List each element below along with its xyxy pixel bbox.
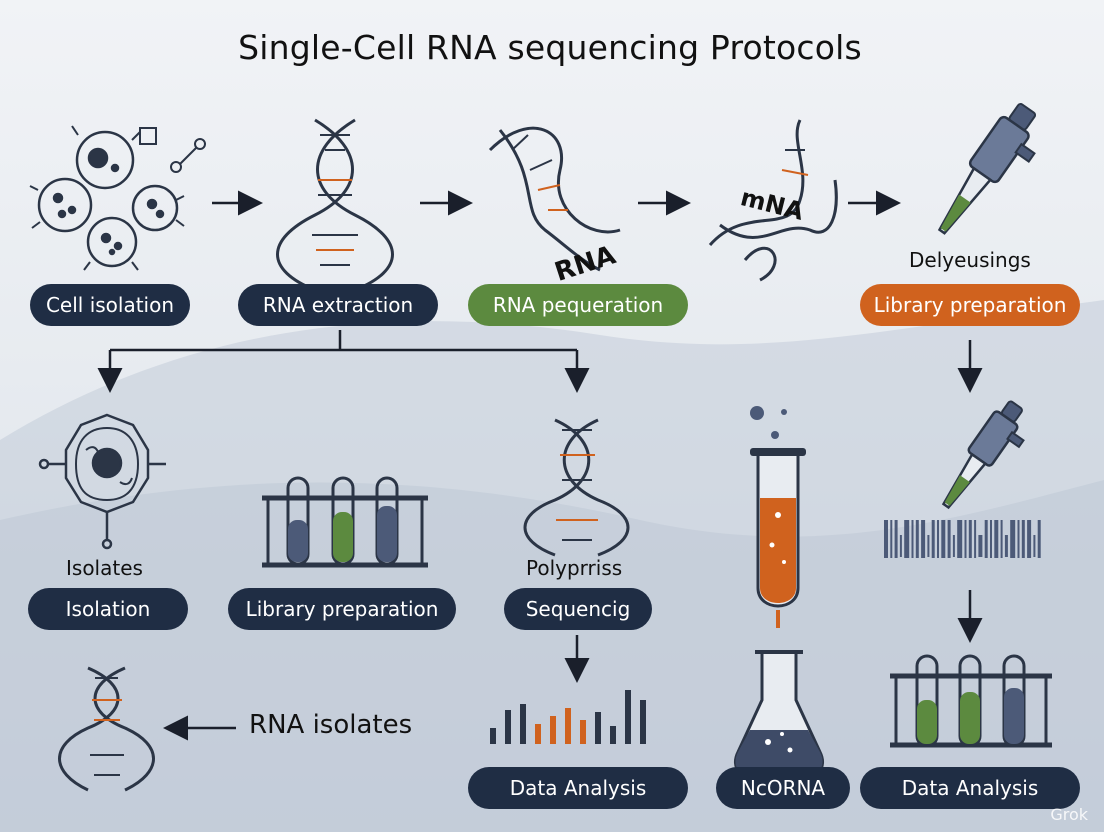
barcode-bar	[984, 520, 988, 558]
test-tube-rack-icon-right	[890, 654, 1052, 748]
flask-icon	[734, 650, 824, 782]
pill-ncorna: NcORNA	[716, 767, 850, 809]
pill-cell-isolation: Cell isolation	[30, 284, 190, 326]
delyeusings-label: Delyeusings	[909, 248, 1031, 272]
cell-cluster-icon	[29, 125, 206, 271]
barcode-bar	[937, 520, 939, 558]
barcode-bar	[1037, 520, 1041, 558]
dna-helix-icon-small	[58, 666, 155, 792]
rna-isolates-label: RNA isolates	[249, 710, 413, 740]
bar-chart-bar	[610, 726, 616, 744]
pill-rna-pequeration: RNA pequeration	[468, 284, 688, 326]
pill-library-preparation-top: Library preparation	[860, 284, 1080, 326]
barcode-bar	[894, 520, 898, 558]
bar-chart-bar	[580, 720, 586, 744]
barcode-bar	[915, 520, 919, 558]
barcode-bar	[931, 520, 935, 558]
pipette-icon	[937, 103, 1037, 235]
bar-chart-bar	[640, 700, 646, 744]
barcode-bar	[947, 520, 951, 558]
helix-rna-label: RNA	[551, 240, 619, 288]
polyprriss-label: Polyprriss	[526, 556, 623, 580]
barcode-bar	[1010, 520, 1016, 558]
dna-helix-icon	[276, 118, 394, 292]
test-tube-rack-icon	[262, 476, 428, 568]
bar-chart-bar	[625, 690, 631, 744]
bar-chart-bar	[505, 710, 511, 744]
bar-chart-bar	[490, 728, 496, 744]
barcode-bar	[890, 520, 893, 558]
barcode-bar	[1004, 535, 1008, 557]
barcode-bar	[921, 520, 926, 558]
barcode-bar	[899, 535, 902, 557]
test-tube-icon	[750, 406, 806, 628]
sequence-barcode-icon	[884, 520, 1041, 558]
barcode-bar	[994, 520, 999, 558]
barcode-bar	[1021, 520, 1025, 558]
pipette-icon-mid	[941, 400, 1025, 510]
pill-data-analysis-right: Data Analysis	[860, 767, 1080, 809]
barcode-bar	[968, 520, 972, 558]
pill-isolation: Isolation	[28, 588, 188, 630]
barcode-bar	[884, 520, 888, 558]
barcode-bar	[1000, 520, 1003, 558]
barcode-bar	[904, 520, 910, 558]
pill-rna-extraction: RNA extraction	[238, 284, 438, 326]
dna-helix-icon-mid	[523, 418, 630, 557]
barcode-bar	[1017, 520, 1020, 558]
barcode-bar	[974, 520, 977, 558]
barcode-bar	[1027, 520, 1032, 558]
watermark: Grok	[1050, 805, 1088, 824]
page-title: Single-Cell RNA sequencing Protocols	[238, 28, 862, 67]
barcode-bar	[964, 520, 967, 558]
cell-icon	[38, 413, 166, 550]
dna-helix-rna-icon	[488, 126, 621, 272]
barcode-bar	[990, 520, 992, 558]
bar-chart-bar	[595, 712, 601, 744]
barcode-bar	[927, 535, 930, 557]
barcode-bar	[941, 520, 946, 558]
barcode-bar	[978, 535, 983, 557]
dna-helix-mna-icon	[708, 119, 838, 282]
bar-chart-bar	[550, 716, 556, 744]
bar-chart-bar	[520, 704, 526, 744]
barcode-bar	[1033, 535, 1036, 557]
branch-connector	[97, 330, 590, 393]
bar-chart-bar	[565, 708, 571, 744]
barcode-bar	[957, 520, 963, 558]
pill-library-preparation-mid: Library preparation	[228, 588, 456, 630]
pill-sequencig: Sequencig	[504, 588, 652, 630]
barcode-bar	[911, 520, 914, 558]
pill-data-analysis-left: Data Analysis	[468, 767, 688, 809]
bar-chart-bar	[535, 724, 541, 744]
barcode-bar	[952, 535, 955, 557]
isolates-label: Isolates	[66, 556, 143, 580]
bar-chart-icon	[490, 690, 646, 744]
